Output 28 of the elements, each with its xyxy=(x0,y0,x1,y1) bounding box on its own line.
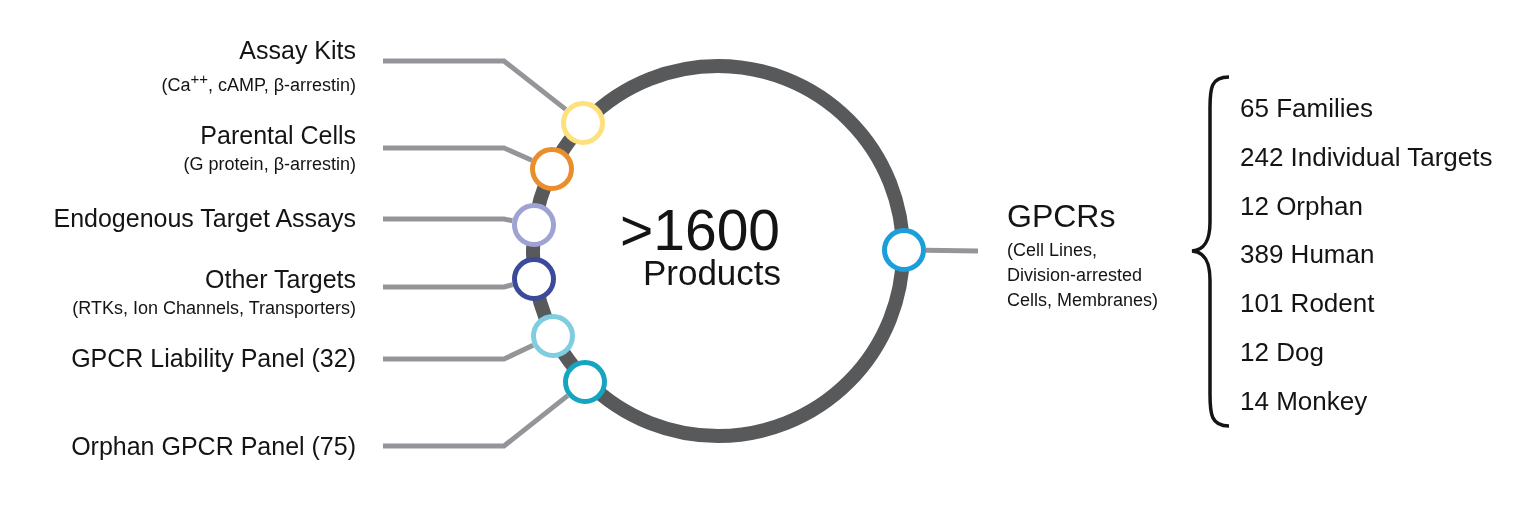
category-label: Assay Kits xyxy=(239,35,356,65)
stat-item: 242 Individual Targets xyxy=(1240,141,1493,172)
ring-marker xyxy=(882,228,926,272)
category-label: GPCR Liability Panel (32) xyxy=(71,343,356,373)
stat-item: 101 Rodent xyxy=(1240,288,1375,319)
leader-line xyxy=(383,282,514,290)
category-detail: (Cell Lines, Division-arrested Cells, Membranes) xyxy=(1007,239,1160,312)
category-label: Other Targets xyxy=(205,264,356,294)
stat-item: 14 Monkey xyxy=(1240,385,1368,416)
ring-marker xyxy=(512,203,556,247)
leader-line xyxy=(383,393,570,449)
leader-line xyxy=(383,145,533,163)
category-detail: (RTKs, Ion Channels, Transporters) xyxy=(72,297,356,320)
leader-line xyxy=(383,58,568,112)
category-detail: (G protein, β-arrestin) xyxy=(183,153,356,176)
stat-item: 389 Human xyxy=(1240,239,1375,270)
category-detail: (Ca$^{++}$, cAMP, β-arrestin) xyxy=(161,69,356,97)
category-label: GPCRs xyxy=(1007,198,1116,234)
category-label: Parental Cells xyxy=(200,120,356,150)
leader-line xyxy=(383,343,535,362)
stat-item: 12 Orphan xyxy=(1240,190,1363,221)
leader-line xyxy=(925,247,979,254)
stat-item: 65 Families xyxy=(1240,93,1373,123)
stat-item: 12 Dog xyxy=(1240,337,1324,367)
category-label: Orphan GPCR Panel (75) xyxy=(71,431,356,461)
ring-marker xyxy=(512,257,556,301)
category-label: Endogenous Target Assays xyxy=(53,203,356,233)
leader-line xyxy=(383,216,513,224)
